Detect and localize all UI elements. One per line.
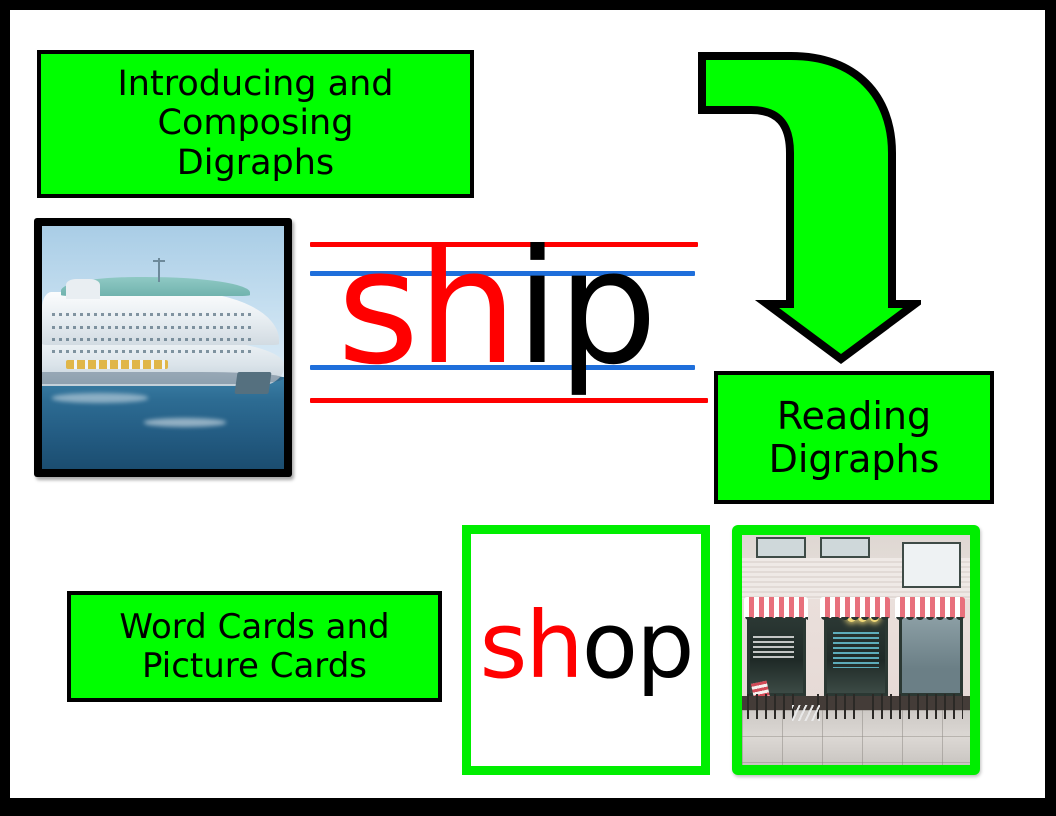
ship-window-row: [51, 337, 255, 341]
sidewalk: [742, 709, 970, 765]
ship-rest-ip: ip: [515, 216, 657, 400]
outdoor-furniture: [817, 693, 859, 719]
label-box-reading-digraphs[interactable]: Reading Digraphs: [714, 371, 994, 504]
outdoor-furniture: [871, 693, 964, 719]
bent-arrow-shape: [698, 52, 928, 364]
shop-photo-image: [742, 535, 970, 765]
ship-window-row: [51, 313, 255, 317]
upper-window: [755, 537, 806, 558]
ship-photo-frame: [34, 218, 292, 477]
word-ship: ship: [337, 229, 658, 387]
handwriting-bottom-red-line: [310, 398, 708, 403]
wall-graffiti: [792, 705, 820, 722]
ship-window-row: [51, 349, 255, 353]
shop-display-window: [899, 608, 964, 696]
handwriting-upper-blue-line: [310, 271, 695, 276]
ship-superstructure: [42, 291, 280, 346]
word-card-shop[interactable]: shop: [462, 525, 710, 775]
ship-word-writing-area: ship: [299, 229, 708, 418]
striped-awning: [744, 597, 809, 623]
ship-mast: [153, 257, 166, 282]
striped-awning: [819, 597, 891, 623]
ship-digraph-sh: sh: [337, 216, 517, 400]
label-box-word-cards-and-picture-cards[interactable]: Word Cards and Picture Cards: [67, 591, 442, 702]
outdoor-furniture: [746, 693, 802, 719]
ship-photo-image: [42, 226, 284, 469]
box-wordcards-text: Word Cards and Picture Cards: [119, 607, 390, 686]
slide-canvas: Introducing and Composing Digraphs: [10, 10, 1045, 798]
ship-bow-panel: [234, 371, 272, 394]
handwriting-top-red-line: [310, 242, 698, 247]
striped-awning: [894, 597, 966, 623]
upper-window: [901, 541, 961, 588]
bent-down-arrow: [696, 50, 928, 365]
shop-rest-op: op: [581, 592, 695, 699]
upper-window: [819, 537, 870, 558]
picture-card-shop[interactable]: [732, 525, 980, 775]
chalkboard-writing: [753, 636, 795, 662]
ship-window-row: [51, 325, 255, 329]
chalkboard-writing: [833, 631, 879, 669]
ship-hull-shadow: [42, 371, 284, 384]
box-reading-text: Reading Digraphs: [768, 393, 940, 481]
handwriting-lower-blue-line: [310, 365, 695, 370]
shop-digraph-sh: sh: [479, 592, 584, 699]
ship-top-deck: [61, 277, 251, 297]
label-box-introducing-composing-digraphs[interactable]: Introducing and Composing Digraphs: [37, 50, 474, 198]
word-shop: shop: [480, 600, 695, 692]
box-intro-text: Introducing and Composing Digraphs: [117, 64, 394, 183]
ship-funnel: [66, 279, 101, 299]
ship-lifeboats: [66, 359, 168, 370]
